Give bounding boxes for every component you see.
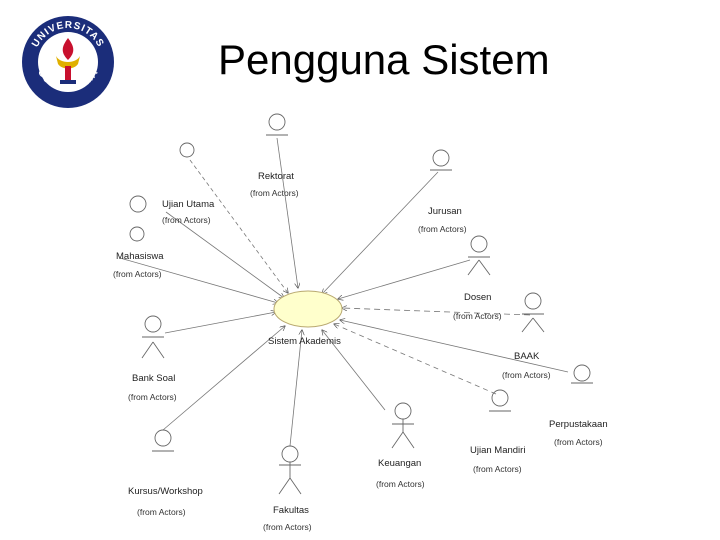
actor-ujian-mandiri-name: Ujian Mandiri: [470, 445, 525, 456]
line-kursus-workshop: [162, 326, 285, 431]
actor-bank-soal-name: Bank Soal: [132, 373, 175, 384]
line-dosen: [338, 259, 471, 299]
actor-rektorat-name: Rektorat: [258, 171, 294, 182]
actor-jurusan-figure: [430, 149, 452, 171]
line-perpustakaan: [340, 320, 569, 373]
line-keuangan: [322, 330, 386, 411]
actor-rektorat-note: (from Actors): [250, 188, 299, 198]
actor-perpustakaan-note: (from Actors): [554, 437, 603, 447]
actor-bank-soal-figure: [141, 315, 165, 359]
actor-dosen-right-figure: [521, 292, 545, 333]
actor-ujian-mandiri-figure: [489, 389, 511, 412]
actor-keuangan-name: Keuangan: [378, 458, 421, 469]
actor-jurusan-note: (from Actors): [418, 224, 467, 234]
line-dosen-right: [342, 308, 531, 316]
actor-ujian-utama-name: Ujian Utama: [162, 199, 215, 210]
torch-icon: [56, 38, 80, 84]
actor-dosen-name: Dosen: [464, 292, 491, 303]
actor-keuangan-figure: [391, 402, 415, 449]
association-lines: [119, 137, 569, 447]
use-case-ellipse: [273, 290, 343, 328]
actor-bank-soal-note: (from Actors): [128, 392, 177, 402]
actor-perpustakaan-name: Perpustakaan: [549, 419, 608, 430]
actor-fakultas-name: Fakultas: [273, 505, 309, 516]
university-logo: UNIVERSITAS GUNADARMA: [22, 16, 114, 108]
actor-kursus-workshop-figure: [152, 429, 174, 452]
actor-baak-name: BAAK: [514, 351, 540, 362]
line-fakultas: [289, 330, 302, 447]
line-ujian-utama: [165, 211, 284, 298]
actor-ujian-utama-note: (from Actors): [162, 215, 211, 225]
actor-fakultas-figure: [278, 445, 302, 495]
line-mahasiswa: [119, 257, 278, 303]
line-ujian-mandiri: [334, 324, 497, 395]
actor-rektorat-figure: [266, 113, 288, 136]
actor-ujian-utama-top-figure: [179, 142, 195, 158]
actor-ujian-mandiri-note: (from Actors): [473, 464, 522, 474]
actor-dosen-figure: [467, 235, 491, 276]
actor-jurusan-name: Jurusan: [428, 206, 462, 217]
page-title: Pengguna Sistem: [218, 36, 550, 83]
actor-fakultas-note: (from Actors): [263, 522, 312, 532]
actor-baak-note: (from Actors): [502, 370, 551, 380]
line-rektorat: [276, 137, 298, 288]
actor-mahasiswa-figure: [129, 226, 145, 242]
line-jurusan: [322, 171, 439, 294]
actor-perpustakaan-figure: [571, 364, 593, 384]
actor-mahasiswa-note: (from Actors): [113, 269, 162, 279]
use-case-label: Sistem Akademis: [268, 336, 341, 347]
actor-kursus-workshop-note: (from Actors): [137, 507, 186, 517]
actor-ujian-utama-figure: [129, 195, 147, 213]
actor-kursus-workshop-name: Kursus/Workshop: [128, 486, 203, 497]
actor-dosen-note: (from Actors): [453, 311, 502, 321]
line-bank-soal: [164, 312, 276, 334]
actor-keuangan-note: (from Actors): [376, 479, 425, 489]
actor-mahasiswa-name: Mahasiswa: [116, 251, 164, 262]
